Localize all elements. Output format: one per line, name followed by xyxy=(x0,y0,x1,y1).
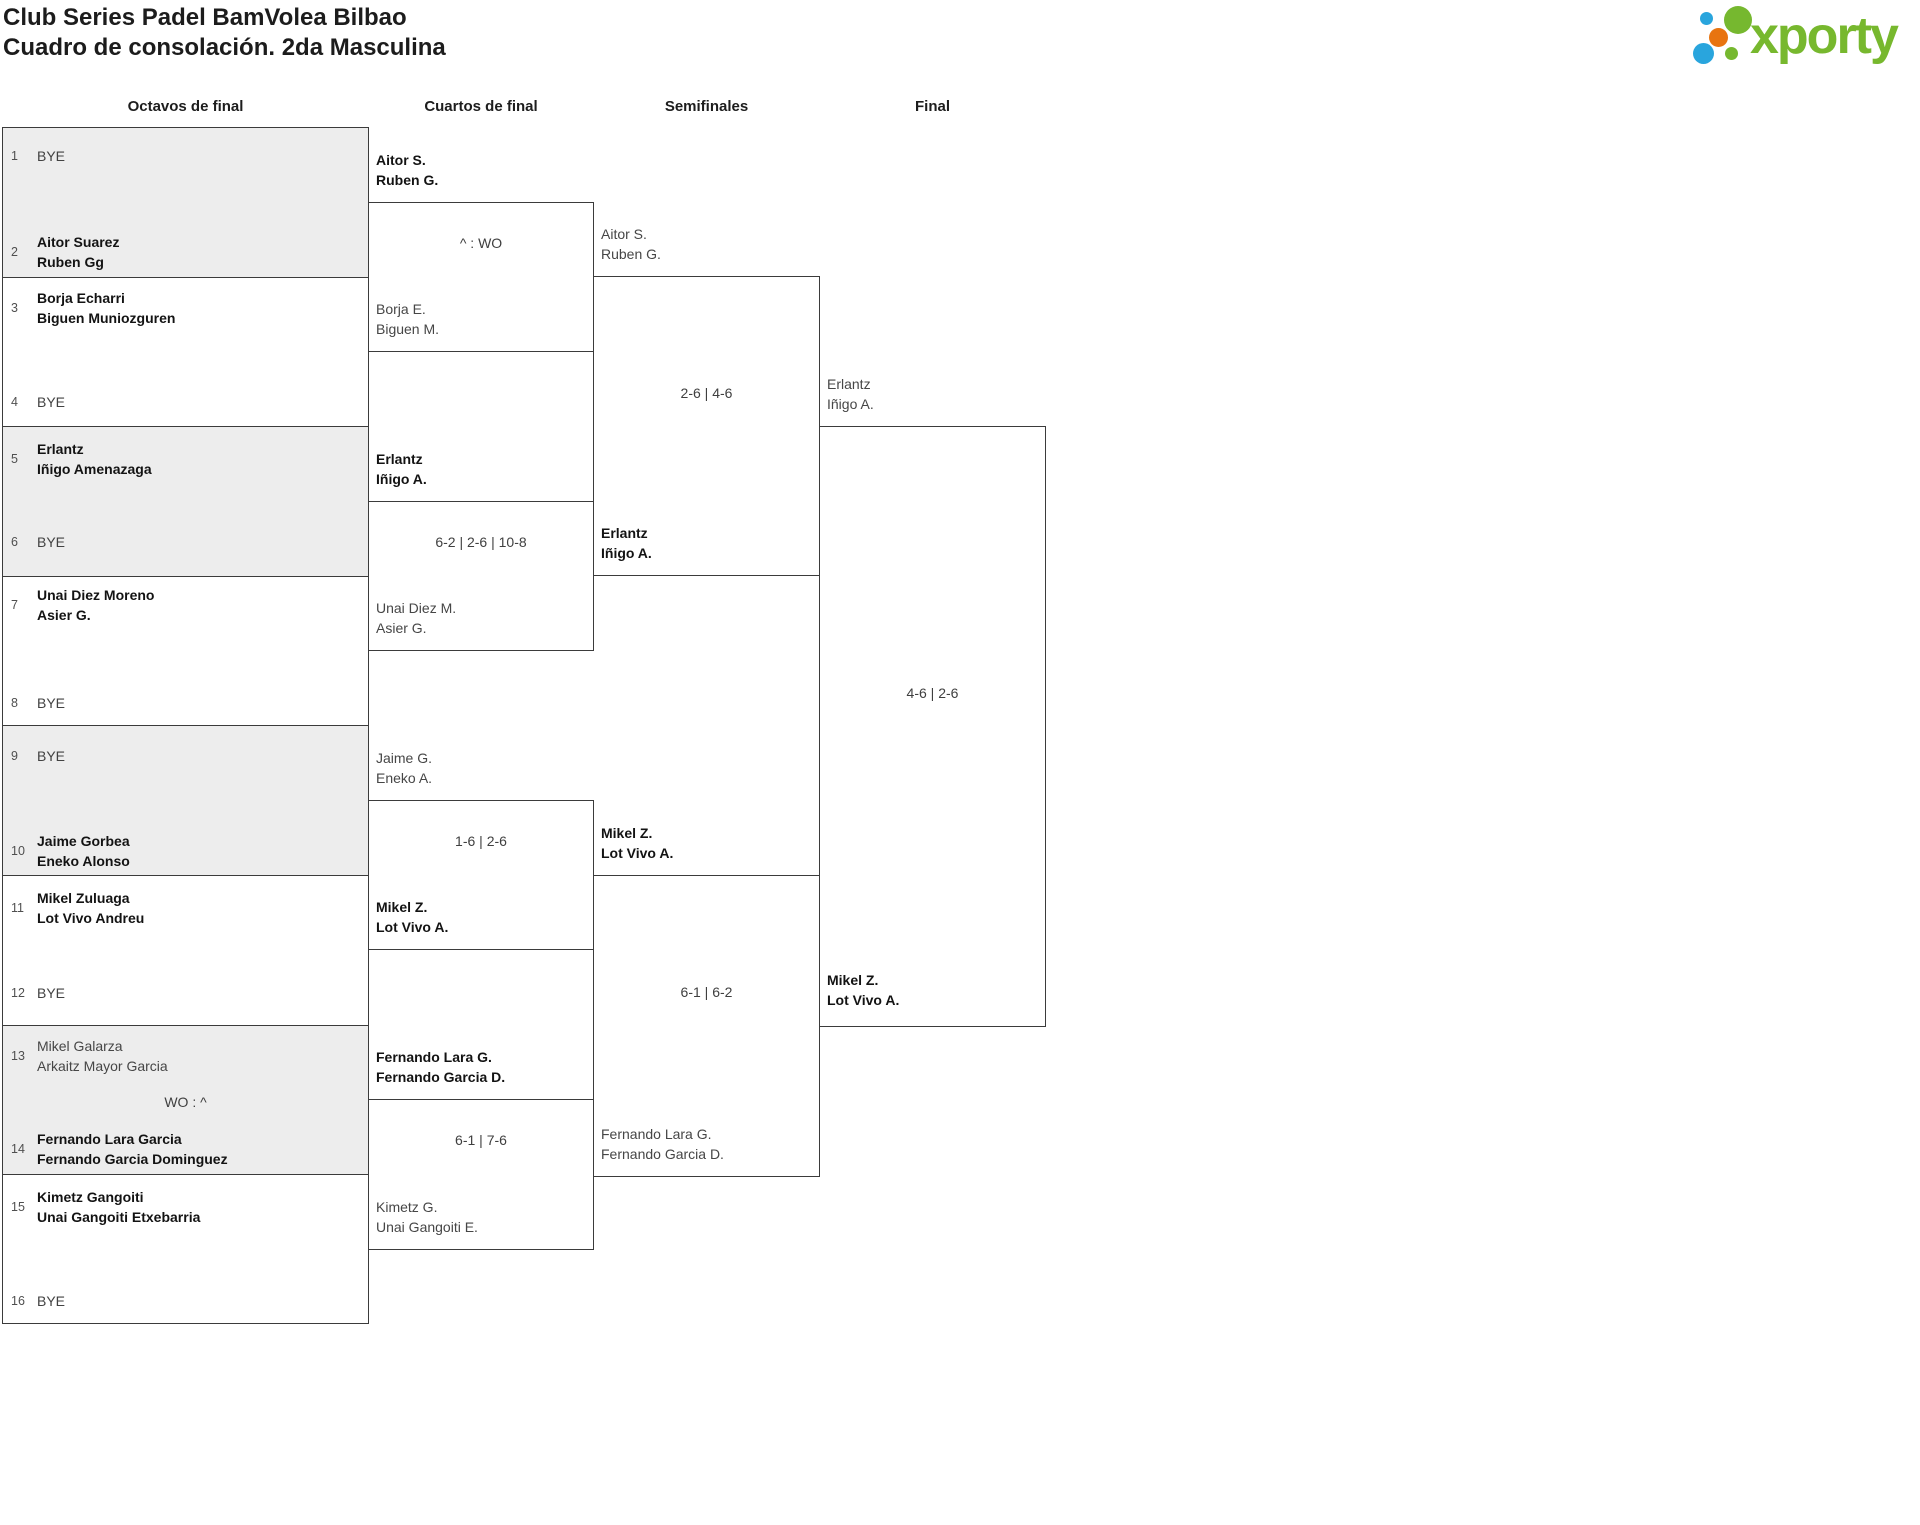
logo-dot-blue-large xyxy=(1693,43,1714,64)
team-names: BYE xyxy=(37,1293,66,1309)
seed-number: 5 xyxy=(11,452,18,466)
seed-number: 10 xyxy=(11,844,25,858)
match-quarterfinal-2: 6-2 | 2-6 | 10-8 Unai Diez M.Asier G. xyxy=(368,501,594,651)
team-quarterfinal-2-bottom: Unai Diez M.Asier G. xyxy=(376,600,457,636)
team-names: BYE xyxy=(37,748,66,764)
match-quarterfinal-1: ^ : WO Borja E.Biguen M. xyxy=(368,202,594,352)
octavos-entry-4: 4 BYE xyxy=(11,392,360,412)
seed-number: 2 xyxy=(11,245,18,259)
round-header-semifinales: Semifinales xyxy=(664,98,749,115)
team-quarterfinal-3-bottom: Mikel Z.Lot Vivo A. xyxy=(376,899,449,935)
logo-dot-orange xyxy=(1709,28,1728,47)
team-quarterfinal-1-bottom: Borja E.Biguen M. xyxy=(376,301,440,337)
match-quarterfinal-4: 6-1 | 7-6 Kimetz G.Unai Gangoiti E. xyxy=(368,1099,594,1250)
seed-number: 16 xyxy=(11,1294,25,1308)
seed-number: 3 xyxy=(11,301,18,315)
seed-number: 11 xyxy=(11,901,24,915)
octavos-entry-1: 1 BYE xyxy=(11,146,360,166)
match-final: 4-6 | 2-6 Mikel Z.Lot Vivo A. xyxy=(819,426,1046,1027)
logo-wordmark: xporty xyxy=(1750,7,1899,65)
score-quarterfinal-3: 1-6 | 2-6 xyxy=(455,833,507,849)
seed-number: 6 xyxy=(11,535,18,549)
score-semifinal-2: 6-1 | 6-2 xyxy=(680,984,733,1000)
round-header-final: Final xyxy=(914,98,950,115)
team-names: BYE xyxy=(37,148,66,164)
octavos-entry-16: 16 BYE xyxy=(11,1291,360,1311)
octavos-entry-12: 12 BYE xyxy=(11,983,360,1003)
team-semifinal-1-top: Aitor S.Ruben G. xyxy=(601,226,661,262)
team-quarterfinal-3-top: Jaime G.Eneko A. xyxy=(376,750,433,786)
team-quarterfinal-4-top: Fernando Lara G.Fernando Garcia D. xyxy=(376,1049,506,1085)
team-quarterfinal-1-top: Aitor S.Ruben G. xyxy=(376,152,439,188)
team-names: BYE xyxy=(37,534,66,550)
seed-number: 8 xyxy=(11,696,18,710)
round-header-cuartos: Cuartos de final xyxy=(424,98,538,115)
seed-number: 7 xyxy=(11,598,18,612)
score-quarterfinal-2: 6-2 | 2-6 | 10-8 xyxy=(435,534,527,550)
team-quarterfinal-4-bottom: Kimetz G.Unai Gangoiti E. xyxy=(376,1199,478,1235)
seed-number: 15 xyxy=(11,1200,25,1214)
seed-number: 9 xyxy=(11,749,18,763)
team-semifinal-2-top: Mikel Z.Lot Vivo A. xyxy=(601,825,674,861)
score-quarterfinal-1: ^ : WO xyxy=(459,235,503,251)
seed-number: 13 xyxy=(11,1049,25,1063)
team-final-bottom: Mikel Z.Lot Vivo A. xyxy=(827,972,900,1008)
round-header-octavos: Octavos de final xyxy=(127,98,244,115)
octavos-entry-8: 8 BYE xyxy=(11,693,360,713)
team-semifinal-2-bottom: Fernando Lara G.Fernando Garcia D. xyxy=(601,1126,724,1162)
seed-number: 4 xyxy=(11,395,18,409)
score-final: 4-6 | 2-6 xyxy=(906,685,959,701)
page-subtitle: Cuadro de consolación. 2da Masculina xyxy=(3,34,446,61)
team-names: BYE xyxy=(37,695,66,711)
team-names: BYE xyxy=(37,985,66,1001)
seed-number: 1 xyxy=(11,149,18,163)
logo-dot-blue-small xyxy=(1700,12,1713,25)
logo-dot-green-large xyxy=(1724,6,1752,34)
octavos-entry-9: 9 BYE xyxy=(11,746,360,766)
page-title-block: Club Series Padel BamVolea Bilbao Cuadro… xyxy=(3,3,446,63)
score-quarterfinal-4: 6-1 | 7-6 xyxy=(455,1132,507,1148)
logo-dot-green-small xyxy=(1725,47,1738,60)
team-names: BYE xyxy=(37,394,66,410)
match-semifinal-2: 6-1 | 6-2 Fernando Lara G.Fernando Garci… xyxy=(593,875,820,1177)
score-semifinal-1: 2-6 | 4-6 xyxy=(680,385,733,401)
seed-number: 14 xyxy=(11,1142,25,1156)
seed-number: 12 xyxy=(11,986,25,1000)
page-title: Club Series Padel BamVolea Bilbao xyxy=(3,4,407,31)
match-quarterfinal-3: 1-6 | 2-6 Mikel Z.Lot Vivo A. xyxy=(368,800,594,950)
walkover-result: WO : ^ xyxy=(164,1094,207,1110)
octavos-entry-6: 6 BYE xyxy=(11,532,360,552)
